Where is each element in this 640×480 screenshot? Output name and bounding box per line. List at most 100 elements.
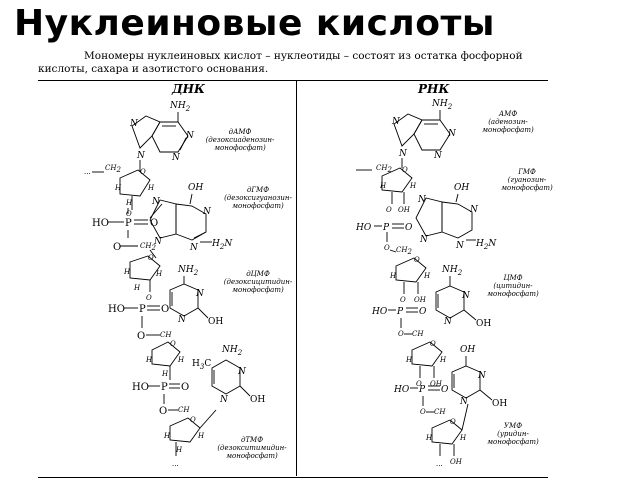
- svg-text:...: ...: [436, 460, 443, 468]
- svg-text:O: O: [113, 242, 121, 253]
- ump-label: УМФ (уридин- монофосфат): [487, 422, 539, 446]
- svg-text:HO: HO: [393, 385, 410, 395]
- dna-sugar-4: O H H H ...: [163, 409, 217, 468]
- svg-text:CH2: CH2: [376, 164, 392, 174]
- svg-text:HO: HO: [108, 304, 125, 315]
- svg-text:OH: OH: [208, 317, 223, 327]
- svg-text:CH2: CH2: [105, 164, 121, 174]
- svg-text:O: O: [400, 296, 406, 304]
- svg-text:N: N: [477, 371, 487, 381]
- svg-text:H: H: [161, 370, 169, 378]
- svg-text:N: N: [447, 129, 457, 139]
- svg-text:H: H: [389, 272, 397, 280]
- svg-text:CH2: CH2: [140, 242, 156, 252]
- svg-text:N: N: [151, 197, 161, 207]
- svg-text:NH2: NH2: [441, 265, 463, 277]
- svg-text:N: N: [219, 395, 229, 405]
- intro-line-1: Мономеры нуклеиновых кислот – нуклеотиды…: [84, 50, 523, 62]
- svg-text:H: H: [197, 432, 205, 440]
- svg-text:O: O: [416, 380, 422, 388]
- svg-text:N: N: [202, 207, 212, 217]
- svg-text:P: P: [418, 385, 426, 395]
- rna-sugar-1: O CH2 H H O OH: [356, 158, 417, 214]
- svg-text:N: N: [433, 151, 443, 161]
- dna-sugar-1: O CH2 ... H H H O: [84, 160, 155, 218]
- svg-text:H: H: [155, 270, 163, 278]
- svg-text:N: N: [171, 153, 181, 163]
- svg-text:H: H: [177, 356, 185, 364]
- svg-text:H: H: [147, 184, 155, 192]
- svg-text:H: H: [133, 284, 141, 292]
- svg-text:H: H: [439, 356, 447, 364]
- svg-text:OH: OH: [450, 458, 463, 466]
- svg-text:HO: HO: [92, 218, 109, 229]
- svg-text:O: O: [414, 256, 420, 264]
- svg-text:O: O: [420, 408, 426, 416]
- svg-text:P: P: [125, 218, 132, 229]
- rna-adenine: NH2 N N N N: [391, 99, 457, 161]
- svg-text:O: O: [137, 331, 145, 342]
- svg-text:O: O: [150, 218, 158, 229]
- svg-text:HO: HO: [371, 307, 388, 317]
- column-divider: [296, 80, 297, 476]
- svg-text:O: O: [441, 385, 449, 395]
- svg-text:N: N: [153, 237, 163, 247]
- svg-text:...: ...: [84, 168, 91, 176]
- svg-text:O: O: [450, 418, 456, 426]
- svg-text:P: P: [396, 307, 404, 317]
- dna-phosphate-2: HO P O O CH: [108, 304, 172, 342]
- svg-text:N: N: [129, 119, 139, 129]
- svg-text:OH: OH: [476, 319, 491, 329]
- rna-phosphate-1: HO P O O: [355, 223, 413, 253]
- svg-text:O: O: [161, 304, 169, 315]
- svg-text:N: N: [443, 317, 453, 327]
- svg-text:O: O: [386, 206, 392, 214]
- svg-text:O: O: [398, 330, 404, 338]
- svg-text:O: O: [419, 307, 427, 317]
- svg-text:N: N: [136, 151, 146, 161]
- svg-text:N: N: [455, 241, 465, 251]
- rna-cytosine: NH2 N N OH: [435, 265, 491, 329]
- svg-text:O: O: [148, 254, 154, 262]
- svg-text:P: P: [161, 382, 168, 393]
- svg-text:O: O: [170, 340, 176, 348]
- svg-text:H: H: [379, 182, 387, 190]
- dna-phosphate-3: HO P O O CH: [132, 382, 190, 417]
- rna-column-header: РНК: [418, 82, 450, 96]
- svg-text:H: H: [405, 356, 413, 364]
- dna-column-header: ДНК: [172, 82, 205, 96]
- rna-sugar-3: O H H O OH: [405, 340, 447, 388]
- svg-text:N: N: [461, 291, 471, 301]
- svg-text:NH2: NH2: [177, 265, 199, 277]
- svg-text:OH: OH: [414, 296, 427, 304]
- svg-text:...: ...: [172, 460, 179, 468]
- svg-text:CH: CH: [178, 406, 190, 414]
- svg-text:CH: CH: [434, 408, 446, 416]
- svg-text:OH: OH: [460, 345, 475, 355]
- svg-text:N: N: [459, 397, 469, 407]
- dna-phosphate-1: HO P O O: [92, 208, 158, 253]
- svg-text:P: P: [139, 304, 146, 315]
- svg-text:O: O: [384, 244, 390, 252]
- dna-thymine: NH2 H3C N N OH: [192, 345, 265, 405]
- nucleotide-table: [38, 80, 548, 478]
- svg-text:H2N: H2N: [211, 239, 233, 251]
- svg-text:H: H: [409, 182, 417, 190]
- svg-text:H: H: [163, 432, 171, 440]
- svg-text:O: O: [126, 210, 132, 218]
- dtmp-label: дТМФ (дезокситимидин- монофосфат): [217, 436, 287, 460]
- dna-adenine: NH2 N N N N: [129, 101, 195, 163]
- svg-text:N: N: [391, 117, 401, 127]
- damp-label: дАМФ (дезоксиаденозин- монофосфат): [205, 128, 275, 152]
- rna-sugar-4: O H H ... OH: [425, 403, 469, 468]
- svg-text:O: O: [140, 168, 146, 176]
- svg-text:NH2: NH2: [169, 101, 191, 113]
- cmp-label: ЦМФ (цитидин- монофосфат): [487, 274, 539, 298]
- svg-text:N: N: [189, 243, 199, 253]
- svg-text:NH2: NH2: [431, 99, 453, 111]
- svg-text:CH: CH: [160, 331, 172, 339]
- rna-phosphate-3: HO P O O CH: [393, 385, 449, 416]
- svg-text:H: H: [114, 184, 122, 192]
- svg-text:H: H: [423, 272, 431, 280]
